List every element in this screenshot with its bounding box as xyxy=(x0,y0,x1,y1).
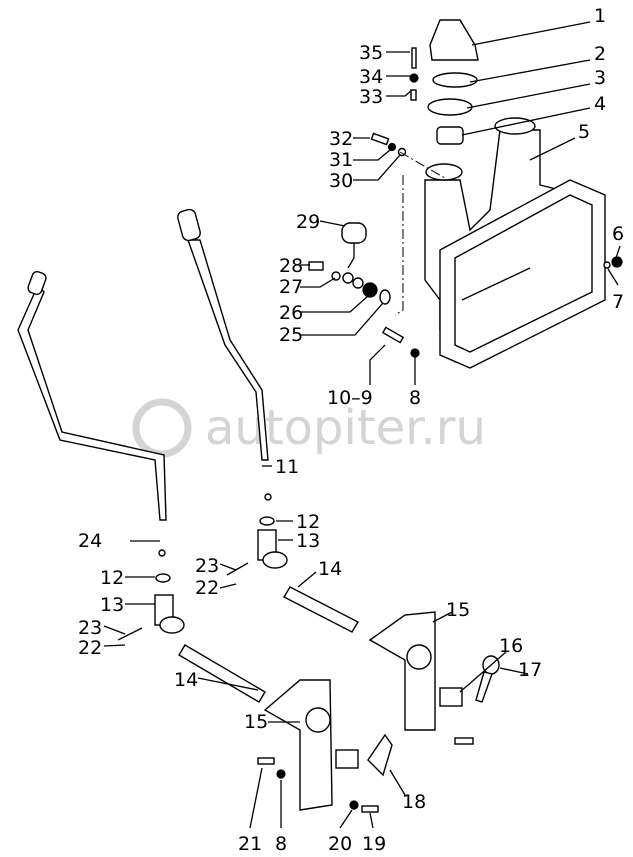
callout-23-left: 23 xyxy=(78,617,102,639)
callout-29: 29 xyxy=(296,211,320,233)
callout-33: 33 xyxy=(359,86,383,108)
callout-2: 2 xyxy=(594,43,606,65)
callout-20: 20 xyxy=(328,833,352,855)
callout-4: 4 xyxy=(594,93,606,115)
callout-8-bottom: 8 xyxy=(275,833,287,855)
callout-25: 25 xyxy=(279,324,303,346)
callout-23-right: 23 xyxy=(195,555,219,577)
callout-24: 24 xyxy=(78,530,102,552)
lever-left xyxy=(17,283,167,521)
callout-7: 7 xyxy=(612,291,624,313)
callout-11: 11 xyxy=(275,456,299,478)
callout-12-left: 12 xyxy=(100,567,124,589)
callout-31: 31 xyxy=(329,149,353,171)
callout-13-left: 13 xyxy=(100,594,124,616)
callout-30: 30 xyxy=(329,170,353,192)
callout-14-bottom: 14 xyxy=(174,669,198,691)
callout-27: 27 xyxy=(279,276,303,298)
callout-22-right: 22 xyxy=(195,577,219,599)
callout-21: 21 xyxy=(238,833,262,855)
callout-18: 18 xyxy=(402,791,426,813)
callout-15-left: 15 xyxy=(244,711,268,733)
callout-32: 32 xyxy=(329,128,353,150)
callout-35: 35 xyxy=(359,42,383,64)
callout-12-right: 12 xyxy=(296,511,320,533)
callout-22-left: 22 xyxy=(78,637,102,659)
lever-right xyxy=(187,239,269,461)
clamp xyxy=(432,72,478,88)
callout-6: 6 xyxy=(612,223,624,245)
callout-8-top: 8 xyxy=(409,387,421,409)
callout-16: 16 xyxy=(499,635,523,657)
leader-lines xyxy=(103,21,621,829)
callout-19: 19 xyxy=(362,833,386,855)
callout-13-right: 13 xyxy=(296,530,320,552)
bushing xyxy=(436,126,464,145)
callout-1: 1 xyxy=(594,5,606,27)
callout-14-top: 14 xyxy=(318,558,342,580)
callout-3: 3 xyxy=(594,67,606,89)
callout-10-9: 10–9 xyxy=(327,387,373,409)
callout-5: 5 xyxy=(578,121,590,143)
callout-26: 26 xyxy=(279,302,303,324)
callout-17: 17 xyxy=(518,659,542,681)
flange xyxy=(427,98,473,116)
watermark-text: autopiter.ru xyxy=(205,400,486,456)
callout-28: 28 xyxy=(279,255,303,277)
callout-15-right: 15 xyxy=(446,599,470,621)
gearbox-housing xyxy=(424,117,606,369)
boot xyxy=(429,19,479,61)
callout-labels: 1 2 3 4 5 35 34 33 32 31 30 29 6 28 27 7… xyxy=(78,5,624,855)
watermark: autopiter.ru xyxy=(132,398,486,458)
callout-34: 34 xyxy=(359,66,383,88)
